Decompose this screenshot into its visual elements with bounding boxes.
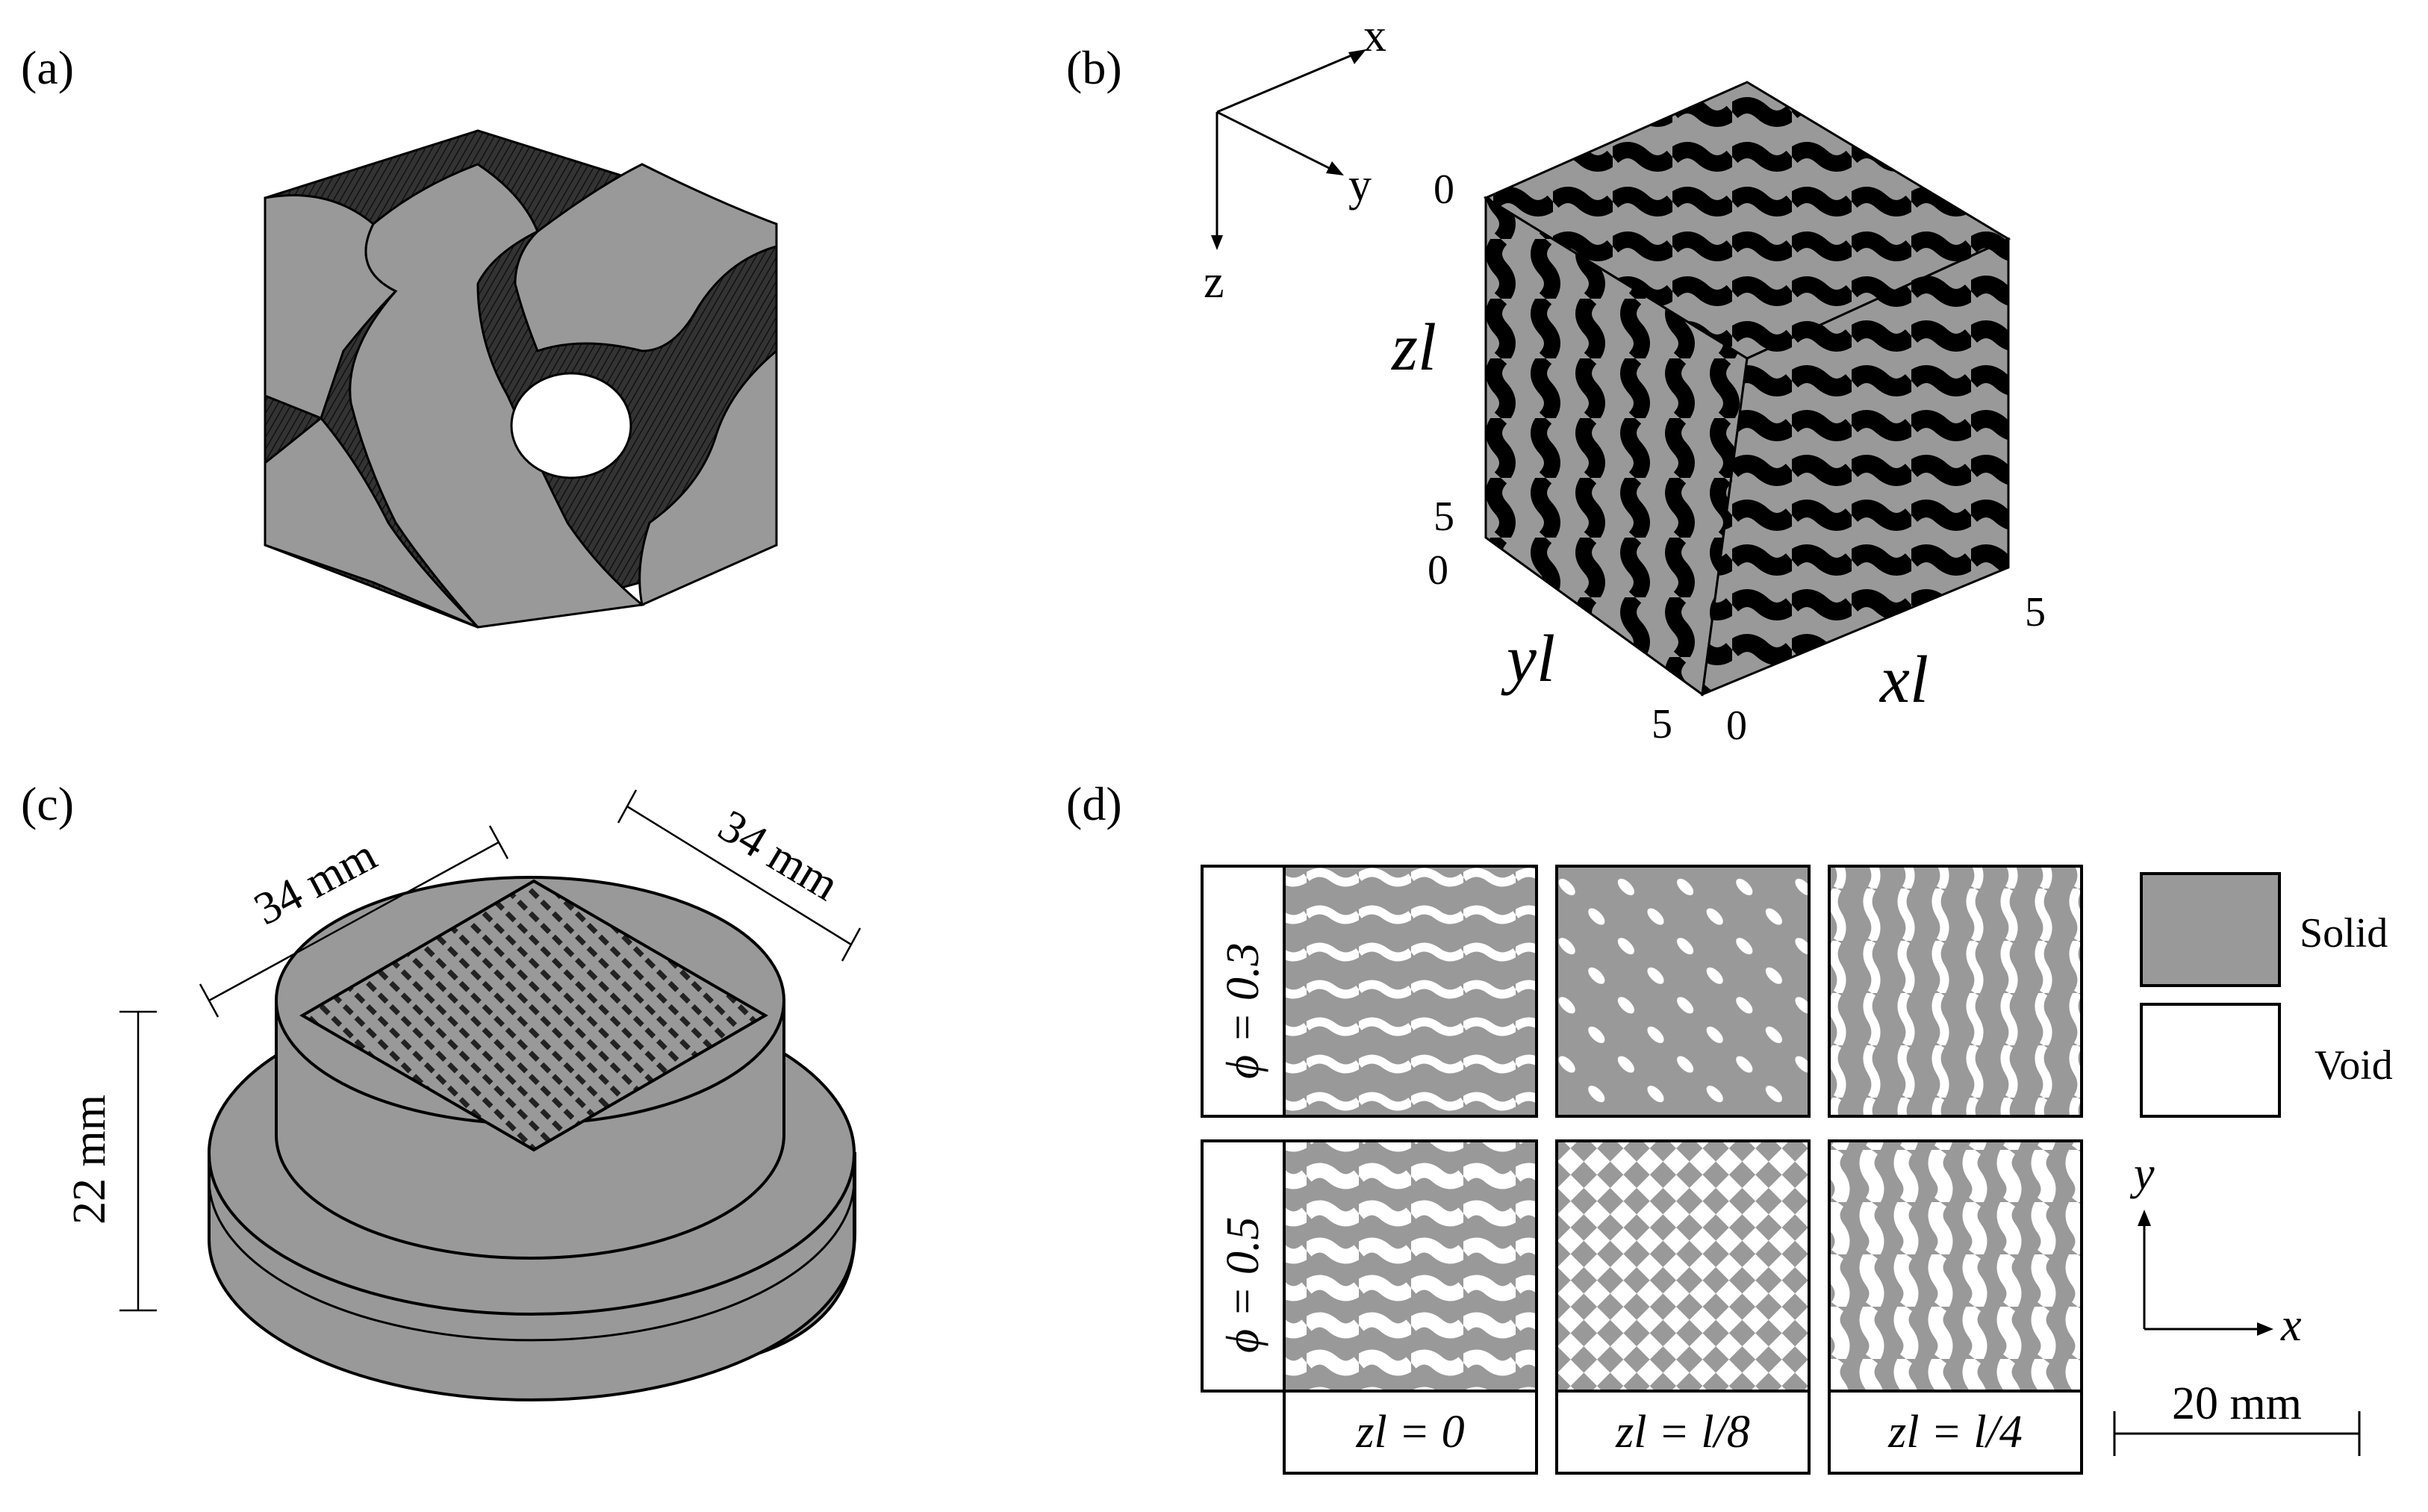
svg-text:zl = 0: zl = 0 <box>1355 1407 1464 1457</box>
dim-right-width-label: 34 mm <box>710 800 847 911</box>
column-caption-z0: zl = 0 <box>1283 1390 1538 1475</box>
dim-height-label: 22 mm <box>64 1095 115 1225</box>
legend-solid-label: Solid <box>2300 910 2388 956</box>
panel-c-label: (c) <box>21 777 74 830</box>
cube-tick-x5: 5 <box>2025 589 2046 635</box>
section-phi05-z0 <box>1283 1139 1538 1393</box>
cube-tick-x0: 0 <box>1726 703 1747 749</box>
section-phi03-z0 <box>1283 865 1538 1118</box>
legend-void-label: Void <box>2315 1042 2393 1089</box>
svg-text:ϕ = 0.5: ϕ = 0.5 <box>1218 1217 1269 1353</box>
legend-solid: Solid <box>2140 872 2388 987</box>
svg-text:ϕ = 0.3: ϕ = 0.3 <box>1218 943 1269 1079</box>
coordinate-triad: x y z <box>1204 10 1386 308</box>
section-phi03-l4 <box>1828 865 2083 1118</box>
cube-tick-y5: 5 <box>1652 701 1672 747</box>
scale-bar-label: 20 mm <box>2172 1378 2302 1429</box>
legend-void: Void <box>2140 1003 2393 1118</box>
cube-tick-z0: 0 <box>1434 167 1454 213</box>
section-phi03-l8 <box>1555 865 1811 1118</box>
column-caption-l8: zl = l/8 <box>1555 1390 1811 1475</box>
section-axis-x-label: x <box>2280 1300 2302 1351</box>
cube-z-axis-label: zl <box>1390 311 1436 385</box>
specimen-3d-model <box>208 876 856 1401</box>
axis-y-label: y <box>1348 160 1372 211</box>
scale-bar: 20 mm <box>2113 1378 2361 1456</box>
lattice-cube <box>1483 81 2011 697</box>
svg-text:zl = l/4: zl = l/4 <box>1887 1407 2023 1457</box>
section-axis-y-label: y <box>2129 1148 2155 1199</box>
cube-tick-z5: 5 <box>1434 494 1454 540</box>
axis-z-label: z <box>1204 257 1224 308</box>
column-caption-l4: zl = l/4 <box>1828 1390 2083 1475</box>
legend-void-swatch <box>2140 1003 2281 1118</box>
panel-d-label: (d) <box>1066 777 1122 830</box>
legend-solid-swatch <box>2140 872 2281 987</box>
panel-b-label: (b) <box>1066 41 1122 94</box>
cube-y-axis-label: yl <box>1501 622 1555 696</box>
svg-text:zl = l/8: zl = l/8 <box>1615 1407 1750 1457</box>
section-phi05-l4 <box>1828 1139 2083 1393</box>
row-label-phi-0.5: ϕ = 0.5 <box>1201 1139 1286 1393</box>
row-label-phi-0.3: ϕ = 0.3 <box>1201 865 1286 1118</box>
gyroid-unit-cell <box>264 129 778 629</box>
section-phi05-l8 <box>1555 1139 1811 1393</box>
dimension-height: 22 mm <box>64 1010 157 1312</box>
panel-a-label: (a) <box>21 41 74 94</box>
section-axes: y x <box>2129 1148 2302 1351</box>
cube-tick-y0: 0 <box>1428 547 1448 594</box>
axis-x-label: x <box>1363 10 1386 61</box>
cube-x-axis-label: xl <box>1878 643 1929 717</box>
